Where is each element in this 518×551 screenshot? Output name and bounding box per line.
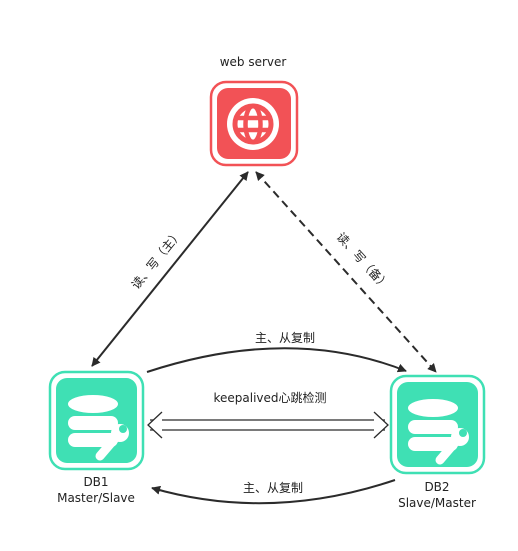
db2-role: Slave/Master <box>398 496 476 510</box>
database-wrench-icon <box>68 395 129 461</box>
replication-top-arrow <box>146 347 407 373</box>
database-wrench-icon <box>408 399 469 465</box>
web-server-label: web server <box>220 55 287 69</box>
replication-top-label: 主、从复制 <box>255 331 315 345</box>
replication-bottom-label: 主、从复制 <box>243 481 303 495</box>
heartbeat-label: keepalived心跳检测 <box>213 390 326 405</box>
primary-rw-arrow <box>91 171 249 367</box>
replication-bottom-arrow <box>151 479 396 505</box>
db1-role: Master/Slave <box>57 491 135 505</box>
globe-icon <box>227 98 279 150</box>
db2-name: DB2 <box>424 480 449 494</box>
heartbeat-arrow <box>147 411 389 439</box>
db1-name: DB1 <box>83 475 108 489</box>
web-server-node: web server <box>209 55 299 167</box>
backup-rw-arrow <box>255 171 437 373</box>
db1-node: DB1 Master/Slave <box>48 370 145 505</box>
db2-node: DB2 Slave/Master <box>389 374 486 510</box>
backup-rw-label: 读、写（备） <box>334 230 393 293</box>
